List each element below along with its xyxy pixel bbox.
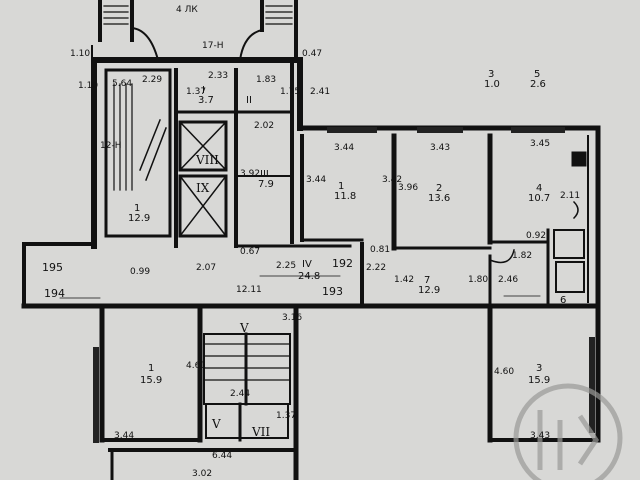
room-area: 10.7	[528, 193, 551, 204]
roman-label: VIII	[196, 153, 219, 167]
toilet-room	[555, 261, 585, 293]
top-stair-right-door	[238, 28, 264, 62]
room-number: III	[260, 169, 269, 180]
dim-label: 3.43	[530, 431, 551, 441]
room-number: 1	[148, 363, 155, 374]
building-wall-top	[297, 125, 601, 305]
roman-label: VII	[252, 425, 271, 439]
bathtub	[553, 229, 585, 259]
dim-label: 1.42	[394, 275, 415, 285]
room-number: II	[246, 95, 252, 106]
room-area: 11.8	[334, 191, 357, 202]
room-area: 24.8	[298, 271, 321, 282]
room-number: 7	[424, 275, 431, 286]
dim-label: 1.80	[468, 275, 489, 285]
dim-label: 2.02	[254, 121, 275, 131]
dim-label: 1.37	[276, 411, 297, 421]
room-number: 1	[134, 203, 141, 214]
dim-label: 0.67	[240, 247, 261, 257]
dim-label: 0.99	[130, 267, 151, 277]
dim-label: 3.43	[430, 143, 451, 153]
room-number: 1	[338, 181, 345, 192]
roman-label: V	[212, 417, 221, 431]
dim-label: 3.44	[306, 175, 327, 185]
dim-label: 193	[322, 285, 343, 298]
dim-label: 3.45	[530, 139, 551, 149]
dim-label: 3.44	[114, 431, 135, 441]
dim-label: 2.44	[230, 389, 251, 399]
dim-label: 12.11	[236, 285, 262, 295]
dim-label: 1.83	[256, 75, 277, 85]
room-number: I	[202, 85, 205, 96]
room-number: 6	[560, 295, 567, 306]
dim-label: 2.41	[310, 87, 331, 97]
dim-label: 3.96	[398, 183, 419, 193]
dim-label: 1.10	[78, 81, 99, 91]
elevator-shaft-viii	[178, 120, 228, 172]
dim-label: 1.37	[186, 87, 207, 97]
dim-label: 1.75	[280, 87, 301, 97]
dim-label: 3.16	[282, 313, 303, 323]
room-area: 1.0	[484, 79, 500, 90]
dim-label: 4.61	[186, 361, 207, 371]
dim-label: 4.60	[494, 367, 515, 377]
room-area: 12.9	[128, 213, 151, 224]
dim-label: 2.25	[276, 261, 297, 271]
elevator-shaft-ix	[178, 174, 228, 238]
dim-label: 2.07	[196, 263, 217, 273]
room-number: 4	[536, 183, 543, 194]
dim-label: 192	[332, 257, 353, 270]
dim-label: 195	[42, 261, 63, 274]
room-area: 15.9	[528, 375, 551, 386]
stair-label: 4 ЛК	[176, 5, 198, 15]
room-number: 3	[488, 69, 495, 80]
stair-well-1	[104, 68, 172, 238]
corridor-12-label: 12-Н	[100, 141, 122, 151]
top-stair-left-door	[130, 26, 160, 62]
dim-label: 5.64	[112, 79, 133, 89]
core-outer-wall	[91, 57, 303, 249]
dim-label: 3.44	[334, 143, 355, 153]
dim-label: 1.10	[70, 49, 91, 59]
dim-label: 2.11	[560, 191, 581, 201]
dim-label: 3.02	[192, 469, 213, 479]
room-number: 5	[534, 69, 541, 80]
top-stair-left	[98, 0, 134, 42]
roman-label: V	[240, 321, 249, 335]
room-area: 7.9	[258, 179, 274, 190]
dim-label: 194	[44, 287, 65, 300]
room-number: 2	[436, 183, 443, 194]
room-area: 2.6	[530, 79, 546, 90]
top-stair-right	[260, 0, 298, 62]
dim-label: 3.42	[382, 175, 403, 185]
dim-label: 3.92	[240, 169, 261, 179]
dim-label: 2.46	[498, 275, 519, 285]
dim-label: 1.82	[512, 251, 533, 261]
room-area: 12.9	[418, 285, 441, 296]
dim-label: 0.47	[302, 49, 323, 59]
dim-label: 0.81	[370, 245, 391, 255]
room-number: 3	[536, 363, 543, 374]
roman-label: IX	[196, 181, 210, 195]
room-area: 13.6	[428, 193, 451, 204]
room-number: IV	[302, 259, 312, 270]
corridor-17-label: 17-Н	[202, 41, 224, 51]
dim-label: 2.22	[366, 263, 387, 273]
room-area: 15.9	[140, 375, 163, 386]
dim-label: 2.29	[142, 75, 163, 85]
dim-label: 0.92	[526, 231, 547, 241]
dim-label: 6.44	[212, 451, 233, 461]
watermark-logo	[513, 383, 623, 480]
dim-label: 2.33	[208, 71, 229, 81]
room-area: 3.7	[198, 95, 214, 106]
